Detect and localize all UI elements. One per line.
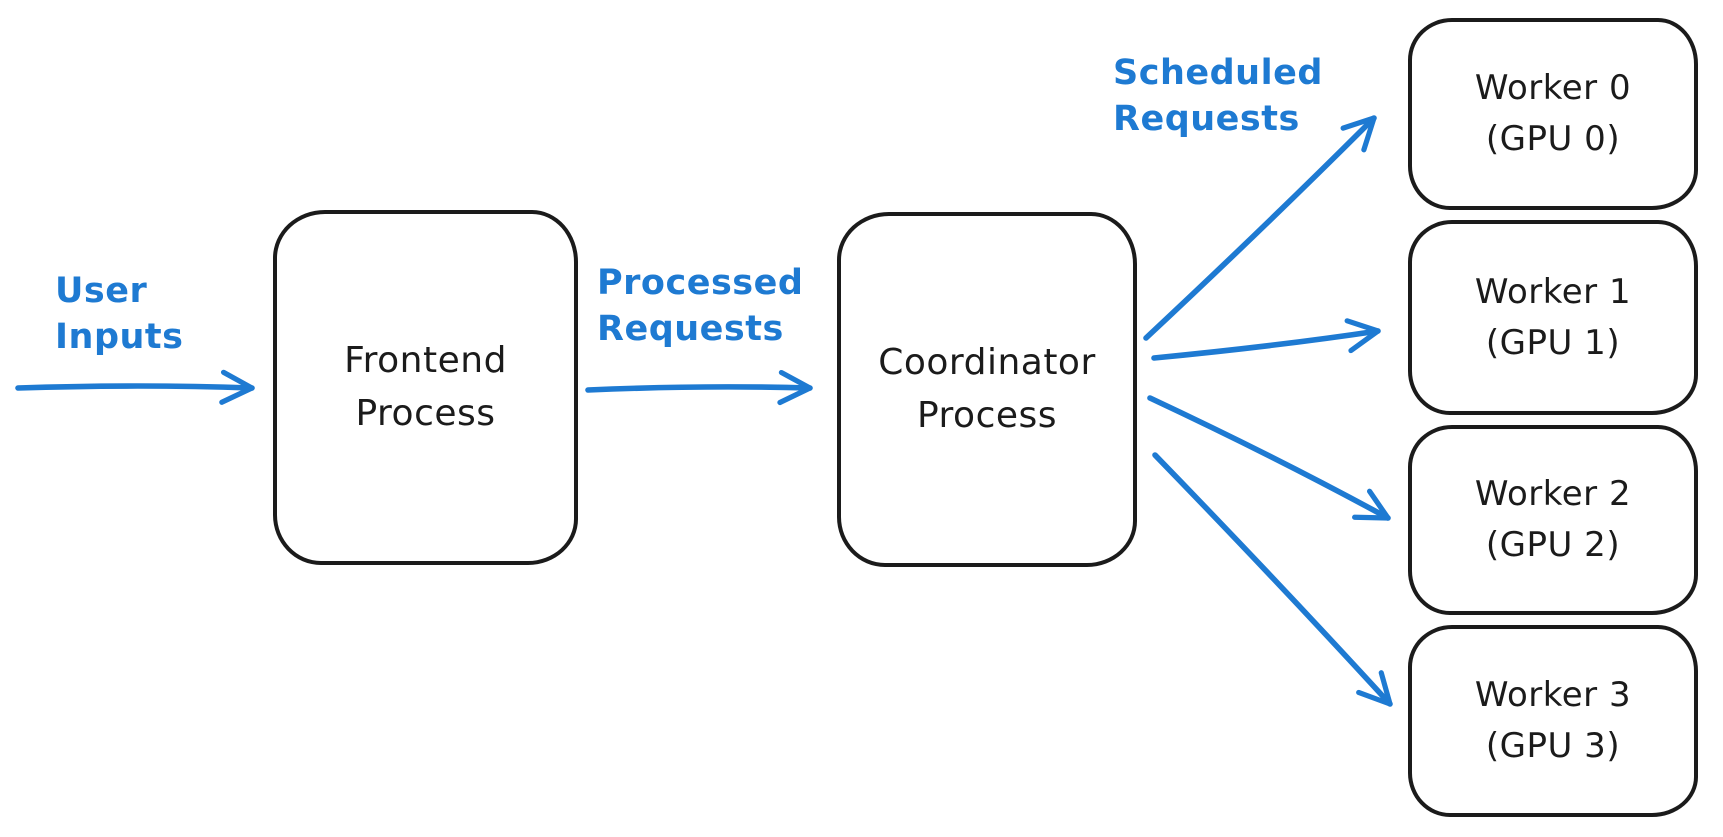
user-inputs-arrow bbox=[15, 369, 255, 405]
worker-3-node: Worker 3 (GPU 3) bbox=[1408, 625, 1698, 817]
scheduled-requests-label: Scheduled Requests bbox=[1113, 53, 1323, 140]
worker-2-node: Worker 2 (GPU 2) bbox=[1408, 425, 1698, 615]
worker-0-node: Worker 0 (GPU 0) bbox=[1408, 18, 1698, 210]
worker-1-node: Worker 1 (GPU 1) bbox=[1408, 220, 1698, 415]
processed-requests-arrow bbox=[585, 369, 813, 406]
scheduled-arrow-worker-3 bbox=[1152, 452, 1393, 707]
frontend-process-node: Frontend Process bbox=[273, 210, 578, 565]
worker-0-label: Worker 0 (GPU 0) bbox=[1474, 68, 1632, 159]
worker-3-label: Worker 3 (GPU 3) bbox=[1474, 675, 1632, 766]
processed-requests-label: Processed Requests bbox=[597, 263, 804, 350]
user-inputs-label: User Inputs bbox=[55, 271, 184, 358]
worker-2-label: Worker 2 (GPU 2) bbox=[1474, 474, 1632, 565]
coordinator-process-label: Coordinator Process bbox=[878, 342, 1096, 436]
scheduled-arrow-worker-2 bbox=[1147, 395, 1391, 521]
scheduled-arrow-worker-0 bbox=[1143, 115, 1377, 341]
frontend-process-label: Frontend Process bbox=[344, 340, 507, 434]
coordinator-process-node: Coordinator Process bbox=[837, 212, 1137, 567]
scheduled-arrow-worker-1 bbox=[1151, 318, 1381, 361]
worker-1-label: Worker 1 (GPU 1) bbox=[1474, 271, 1632, 363]
